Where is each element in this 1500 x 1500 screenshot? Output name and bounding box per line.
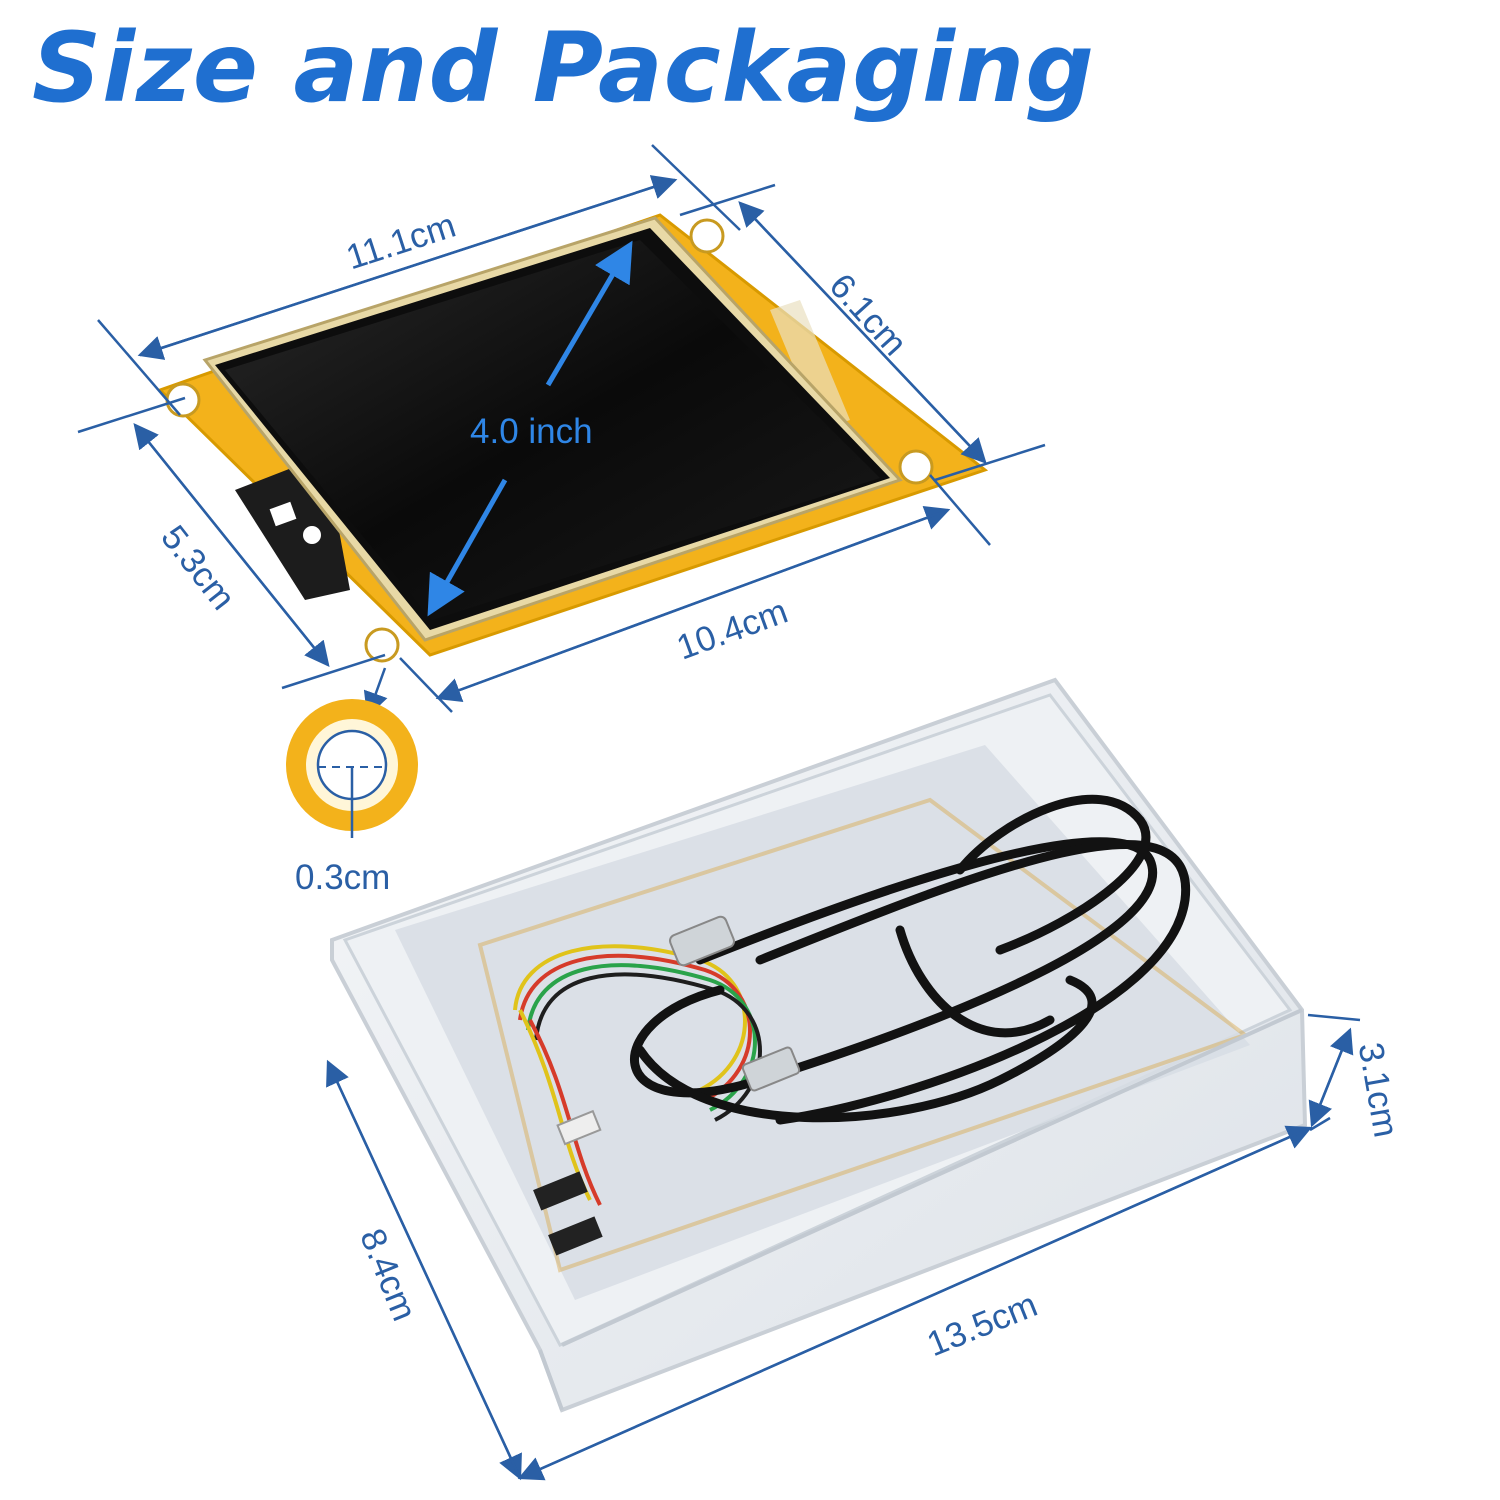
label-screen-diagonal: 4.0 inch [470,412,593,451]
usb-c-plug [669,915,735,967]
hole-detail [286,699,418,838]
page-title: Size and Packaging [32,12,1095,124]
box-dimension-lines [326,1013,1361,1481]
mount-hole [364,627,400,663]
mount-hole [898,449,934,485]
diagonal-arrow [545,240,633,387]
mount-hole [689,218,725,254]
plastic-box [330,677,1308,1413]
label-hole-diameter: 0.3cm [295,858,391,897]
diagonal-arrow [427,478,508,617]
usb-plug [741,1046,801,1092]
dupont-connector [533,1171,588,1211]
usb-cable [630,794,1191,1125]
jst-connector [556,1109,602,1146]
dupont-connector [548,1216,603,1256]
lcd-screen [225,240,880,620]
lcd-module [157,213,989,663]
mount-hole [165,382,201,418]
